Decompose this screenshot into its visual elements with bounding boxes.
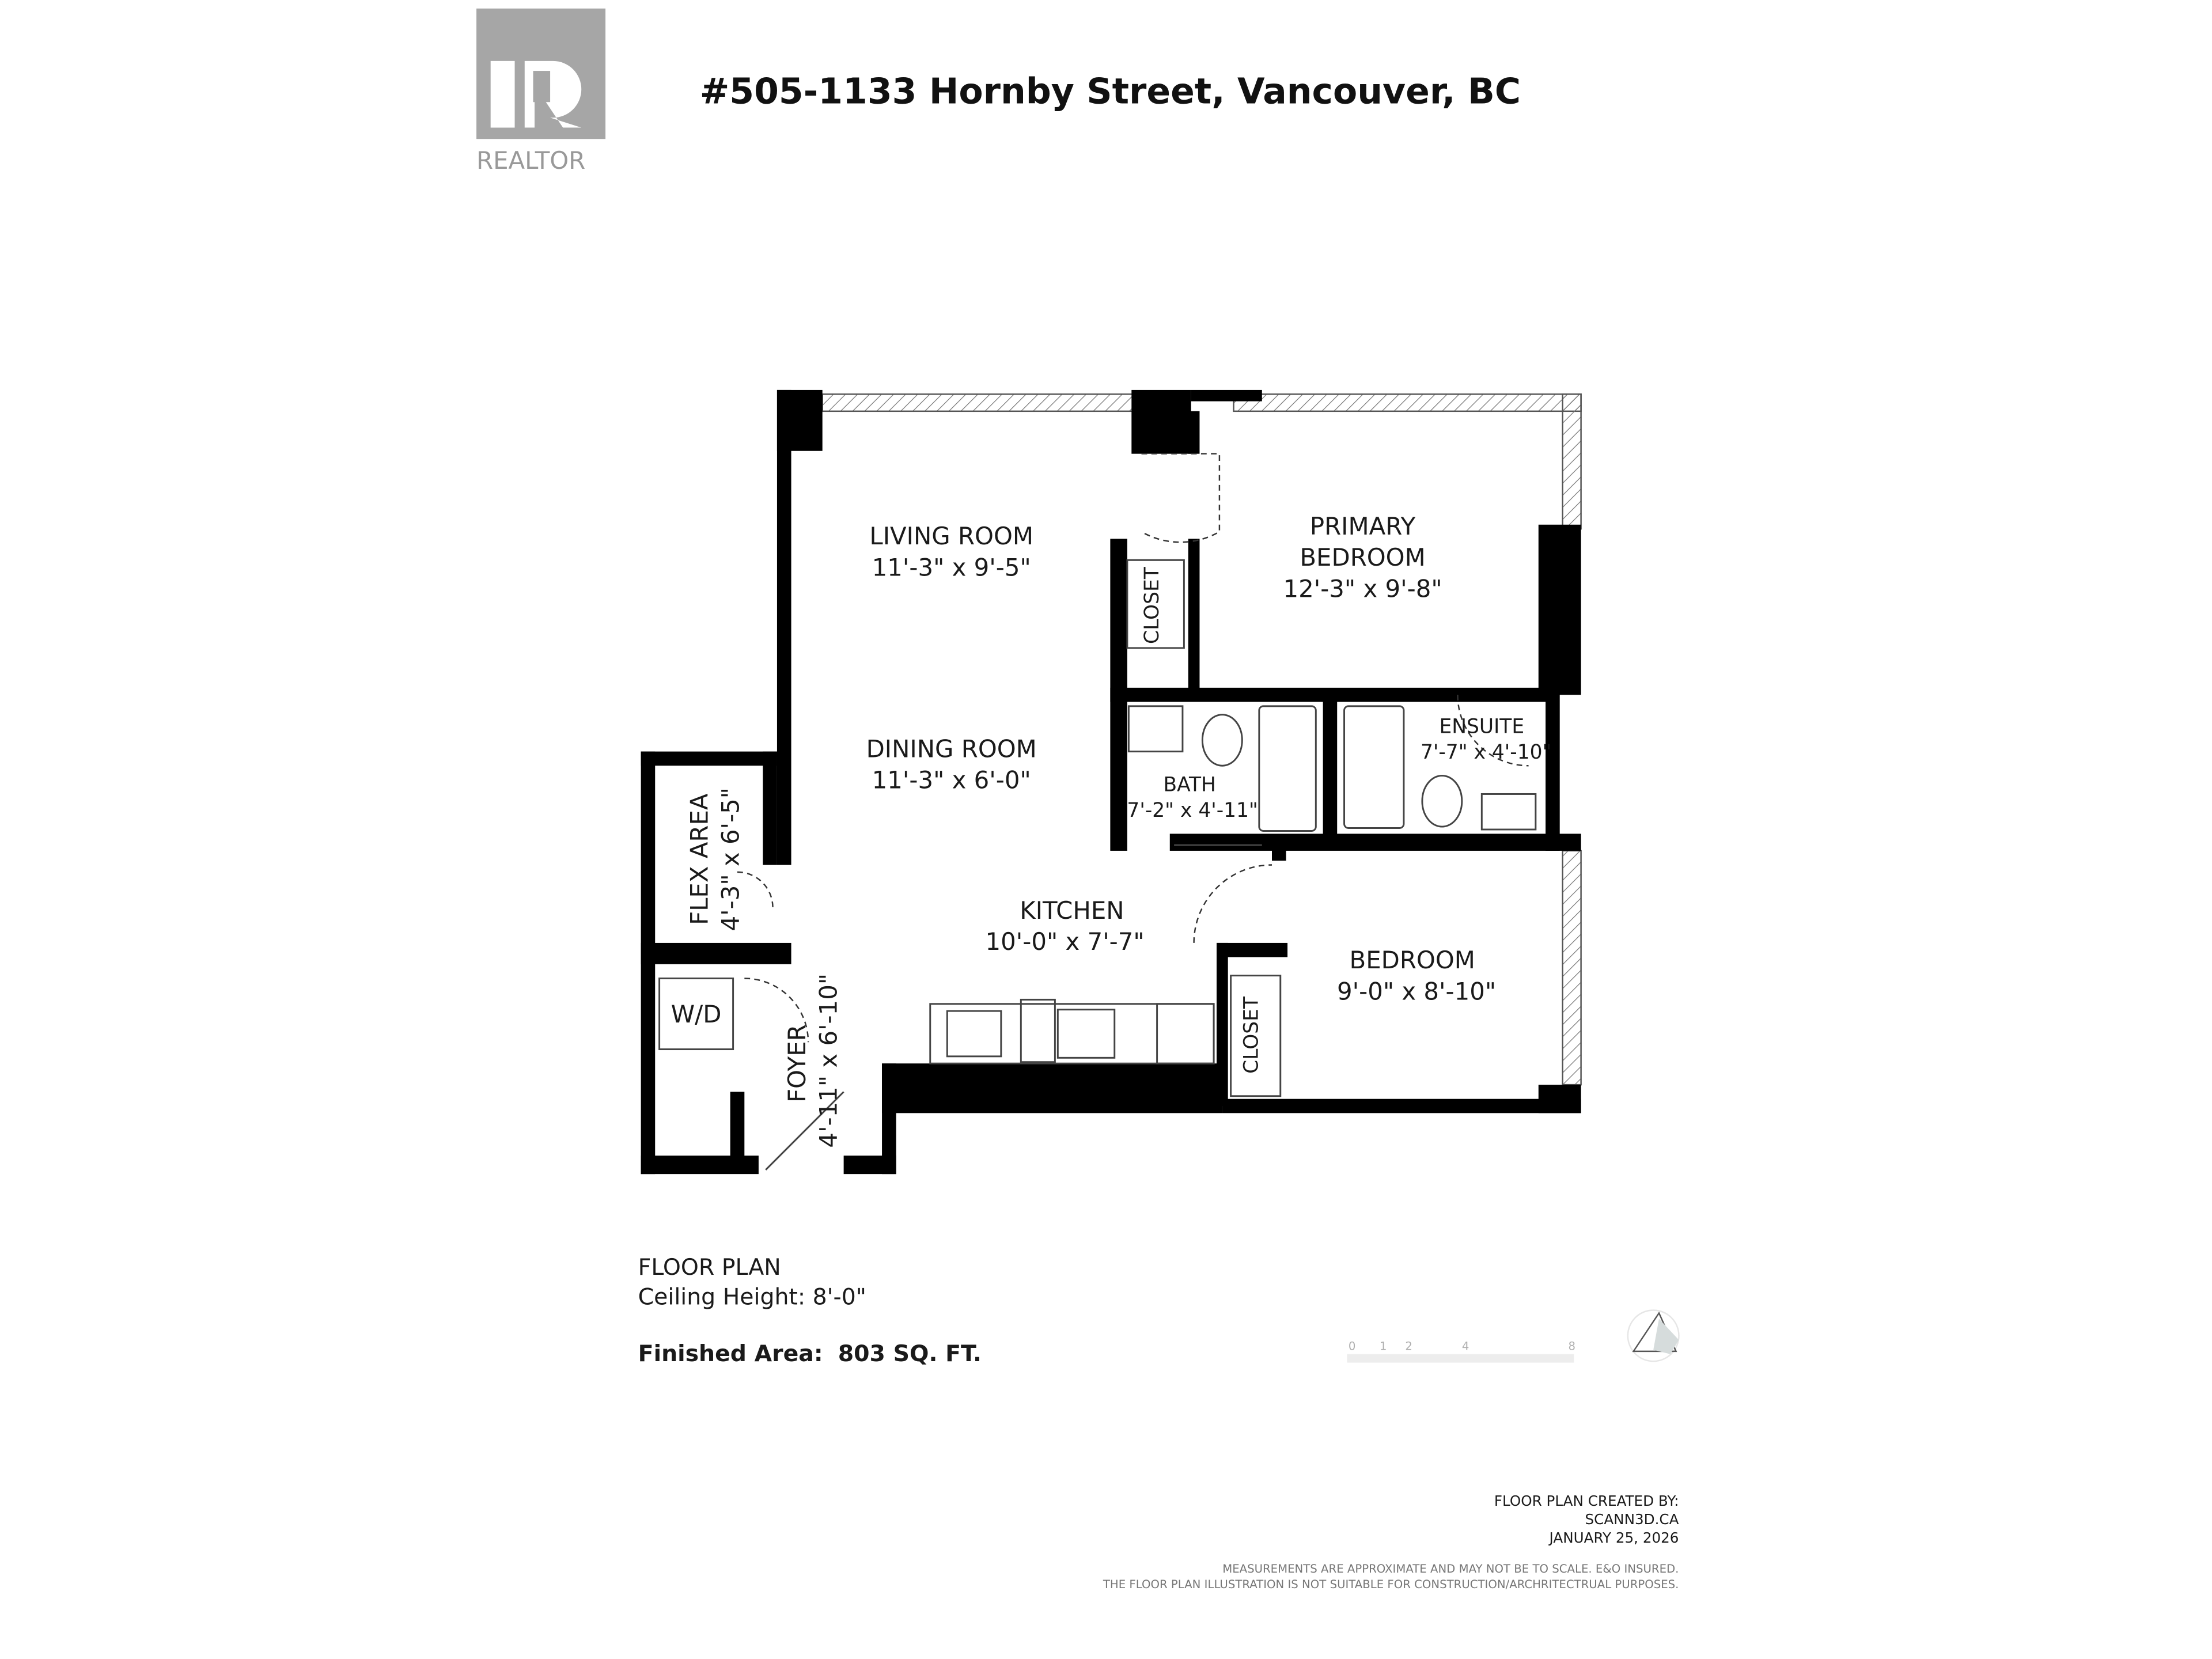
credits: FLOOR PLAN CREATED BY: SCANN3D.CA JANUAR… bbox=[1103, 1493, 1679, 1591]
room-labels: LIVING ROOM 11'-3" x 9'-5" DINING ROOM 1… bbox=[671, 512, 1552, 1148]
svg-text:1: 1 bbox=[1380, 1339, 1387, 1353]
address-title: #505-1133 Hornby Street, Vancouver, BC bbox=[700, 71, 1521, 112]
primary-bedroom-name-1: PRIMARY bbox=[1310, 512, 1416, 540]
dining-room-size: 11'-3" x 6'-0" bbox=[872, 766, 1031, 794]
flex-area-size: 4'-3" x 6'-5" bbox=[716, 787, 744, 931]
primary-bedroom-size: 12'-3" x 9'-8" bbox=[1283, 574, 1442, 603]
ensuite-size: 7'-7" x 4'-10" bbox=[1421, 741, 1551, 764]
floor-plan-title: FLOOR PLAN bbox=[638, 1254, 781, 1281]
realtor-logo: REALTOR bbox=[476, 8, 606, 175]
closet-label: CLOSET bbox=[1240, 996, 1263, 1074]
svg-text:0: 0 bbox=[1349, 1339, 1356, 1353]
ensuite-name: ENSUITE bbox=[1440, 715, 1525, 738]
bedroom-name: BEDROOM bbox=[1350, 946, 1475, 974]
flex-area-name: FLEX AREA bbox=[685, 793, 713, 925]
foyer-size: 4'-11" x 6'-10" bbox=[814, 974, 842, 1148]
svg-text:FLOOR PLAN CREATED BY:: FLOOR PLAN CREATED BY: bbox=[1494, 1493, 1679, 1509]
dining-room-name: DINING ROOM bbox=[866, 734, 1037, 763]
finished-area-label: Finished Area: bbox=[638, 1340, 823, 1367]
primary-bedroom-name-2: BEDROOM bbox=[1300, 543, 1425, 571]
kitchen-name: KITCHEN bbox=[1020, 896, 1124, 925]
bedroom-size: 9'-0" x 8'-10" bbox=[1337, 977, 1496, 1005]
fixtures bbox=[658, 453, 1537, 1171]
wd-label: W/D bbox=[671, 1000, 722, 1028]
svg-text:2: 2 bbox=[1405, 1339, 1412, 1353]
scale-bar: 0 1 2 4 8 bbox=[1347, 1339, 1575, 1363]
foyer-name: FOYER bbox=[783, 1024, 811, 1103]
bath-name: BATH bbox=[1163, 774, 1215, 797]
svg-text:JANUARY 25, 2026: JANUARY 25, 2026 bbox=[1548, 1529, 1679, 1546]
svg-text:4: 4 bbox=[1462, 1339, 1469, 1353]
bath-size: 7'-2" x 4'-11" bbox=[1127, 799, 1257, 822]
svg-text:8: 8 bbox=[1568, 1339, 1575, 1353]
living-room-name: LIVING ROOM bbox=[869, 522, 1033, 550]
kitchen-size: 10'-0" x 7'-7" bbox=[986, 927, 1145, 956]
logo-text: REALTOR bbox=[476, 146, 585, 175]
walls bbox=[641, 389, 1582, 1175]
closet-label: CLOSET bbox=[1141, 566, 1164, 644]
living-room-size: 11'-3" x 9'-5" bbox=[872, 553, 1031, 581]
ceiling-height: Ceiling Height: 8'-0" bbox=[638, 1284, 866, 1310]
svg-text:MEASUREMENTS ARE APPROXIMATE A: MEASUREMENTS ARE APPROXIMATE AND MAY NOT… bbox=[1222, 1562, 1679, 1575]
finished-area-value: 803 SQ. FT. bbox=[838, 1340, 982, 1367]
svg-text:SCANN3D.CA: SCANN3D.CA bbox=[1585, 1511, 1679, 1528]
north-arrow-icon bbox=[1627, 1309, 1680, 1362]
svg-text:THE FLOOR PLAN ILLUSTRATION IS: THE FLOOR PLAN ILLUSTRATION IS NOT SUITA… bbox=[1103, 1578, 1679, 1591]
